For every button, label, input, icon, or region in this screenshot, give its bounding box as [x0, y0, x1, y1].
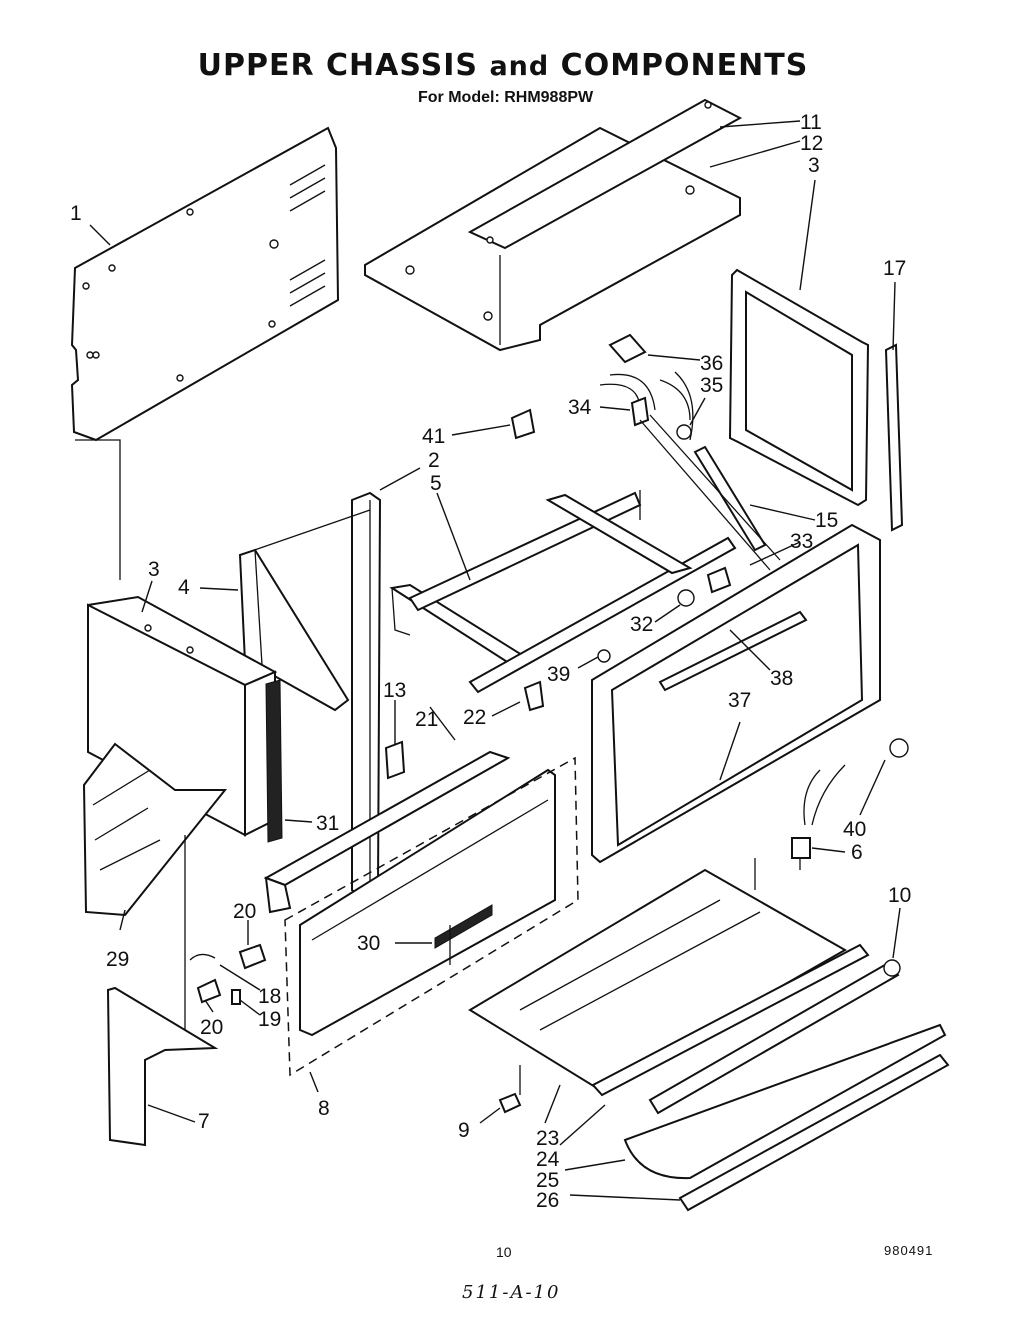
- callout-3-top: 3: [808, 154, 820, 177]
- title-part-1: UPPER CHASSIS: [197, 48, 490, 83]
- part-3-housing: [87, 595, 278, 837]
- part-5-rail-assembly: [389, 490, 737, 694]
- callout-17: 17: [883, 257, 906, 280]
- part-7-side-panel: [106, 986, 219, 1147]
- part-32-knob: [677, 589, 695, 607]
- part-29-base-plate: [82, 742, 228, 917]
- callout-20-bottom: 20: [200, 1016, 223, 1039]
- part-30-label: [434, 904, 493, 949]
- callout-12: 12: [800, 132, 823, 155]
- callout-36: 36: [700, 352, 723, 375]
- callout-1: 1: [70, 202, 82, 225]
- callout-33: 33: [790, 530, 813, 553]
- callout-6: 6: [851, 841, 863, 864]
- callout-35: 35: [700, 374, 723, 397]
- part-38-handle: [658, 610, 808, 692]
- callout-7: 7: [198, 1110, 210, 1133]
- callout-19: 19: [258, 1008, 281, 1031]
- callout-13: 13: [383, 679, 406, 702]
- model-subtitle: For Model: RHM988PW: [418, 89, 594, 106]
- part-33-bracket: [706, 566, 732, 594]
- callout-3-left: 3: [148, 558, 160, 581]
- title-and: and: [489, 51, 550, 82]
- part-3-frame: [728, 268, 870, 507]
- part-10-tube: [648, 959, 901, 1115]
- part-23-bottom-pan: [468, 868, 848, 1092]
- callout-24: 24: [536, 1148, 560, 1171]
- callout-38: 38: [770, 667, 793, 690]
- part-6-socket: [791, 764, 846, 859]
- callout-20-top: 20: [233, 900, 256, 923]
- callout-8: 8: [318, 1097, 330, 1120]
- callout-leaders: [89, 120, 901, 1201]
- part-8-outline: [284, 756, 579, 1077]
- part-25-reflector: [623, 1023, 947, 1180]
- part-41-bracket: [510, 408, 536, 440]
- callout-40: 40: [843, 818, 866, 841]
- part-37-door: [591, 523, 881, 864]
- callout-18: 18: [258, 985, 281, 1008]
- callout-10: 10: [888, 884, 911, 907]
- part-8-panel: [299, 768, 556, 1037]
- part-40-knob: [889, 738, 909, 758]
- callout-2: 2: [428, 449, 440, 472]
- callout-34: 34: [568, 396, 592, 419]
- callout-32: 32: [630, 613, 653, 636]
- parts-34-36-brackets: [599, 333, 781, 571]
- callout-22: 22: [463, 706, 486, 729]
- callout-29: 29: [106, 948, 129, 971]
- callout-labels: 1 11 12 3 17 36 35 34 41 2 5 15 33 3 4 3…: [70, 111, 911, 1212]
- callout-25: 25: [536, 1169, 559, 1192]
- callout-37: 37: [728, 689, 751, 712]
- part-24-strip: [591, 943, 870, 1097]
- callout-30: 30: [357, 932, 380, 955]
- diagram-title: UPPER CHASSIS and COMPONENTS: [0, 48, 1006, 83]
- parts-18-20-small: [189, 943, 267, 1005]
- handwritten-note: 511-A-10: [462, 1282, 561, 1303]
- callout-9: 9: [458, 1119, 470, 1142]
- part-12-top-cover: [364, 98, 743, 352]
- callout-5: 5: [430, 472, 442, 495]
- callout-31: 31: [316, 812, 339, 835]
- part-9-clip: [498, 1092, 522, 1114]
- callout-4: 4: [178, 576, 190, 599]
- callout-41: 41: [422, 425, 445, 448]
- alignment-lines: [75, 439, 801, 1095]
- callout-15: 15: [815, 509, 838, 532]
- document-number: 980491: [884, 1243, 934, 1258]
- part-17-strip: [884, 343, 904, 532]
- callout-26: 26: [536, 1189, 559, 1212]
- part-21-channel: [263, 750, 511, 914]
- callout-39: 39: [547, 663, 570, 686]
- callout-23: 23: [536, 1127, 559, 1150]
- part-13-bracket: [384, 740, 406, 780]
- part-1-back-panel: [70, 126, 340, 442]
- part-31-strip: [265, 679, 283, 843]
- callout-11: 11: [800, 111, 822, 134]
- part-22-bracket: [523, 680, 545, 712]
- part-39-washer: [597, 649, 611, 663]
- title-part-2: COMPONENTS: [549, 48, 809, 83]
- part-26-strip: [678, 1053, 950, 1212]
- page-number: 10: [496, 1244, 512, 1260]
- callout-21: 21: [415, 708, 438, 731]
